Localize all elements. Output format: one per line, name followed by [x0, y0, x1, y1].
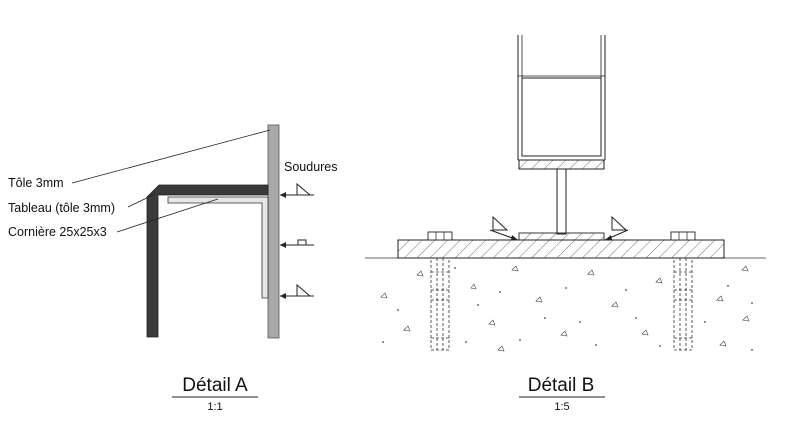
tole-3mm-section [146, 184, 269, 338]
weld-bead [518, 232, 605, 241]
label-corniere: Cornière 25x25x3 [8, 225, 107, 239]
anchor-bolt-left [430, 257, 450, 351]
corniere-section [167, 196, 269, 299]
detail-a: Soudures Tôle 3mm Tableau (tôle 3mm) Cor… [8, 124, 338, 413]
detail-a-scale: 1:1 [207, 401, 222, 413]
base-plate [397, 239, 725, 259]
anchor-bolt-right [673, 257, 693, 351]
concrete-texture [380, 265, 750, 352]
leader-corniere [116, 198, 219, 233]
post-section [267, 124, 280, 339]
square-tube [517, 35, 606, 161]
detail-b-title: Détail B [528, 375, 595, 396]
weld-symbol-1 [280, 182, 314, 198]
concrete-dots [382, 267, 753, 351]
tube-end-plate [518, 159, 605, 170]
label-tole: Tôle 3mm [8, 176, 64, 190]
weld-symbol-b-left [489, 215, 519, 241]
label-tableau: Tableau (tôle 3mm) [8, 201, 115, 215]
leader-tole [71, 129, 271, 184]
leader-tableau [127, 193, 156, 208]
weld-symbol-3 [280, 283, 314, 299]
weld-symbol-2 [280, 239, 314, 248]
nut-right [670, 231, 696, 241]
nut-left [427, 231, 453, 241]
weld-symbol-b-right [604, 215, 629, 241]
detail-b: Détail B 1:5 [365, 35, 766, 413]
web-plate [556, 168, 567, 235]
detail-b-scale: 1:5 [554, 401, 569, 413]
label-soudures: Soudures [284, 160, 338, 174]
detail-a-title: Détail A [182, 375, 248, 396]
